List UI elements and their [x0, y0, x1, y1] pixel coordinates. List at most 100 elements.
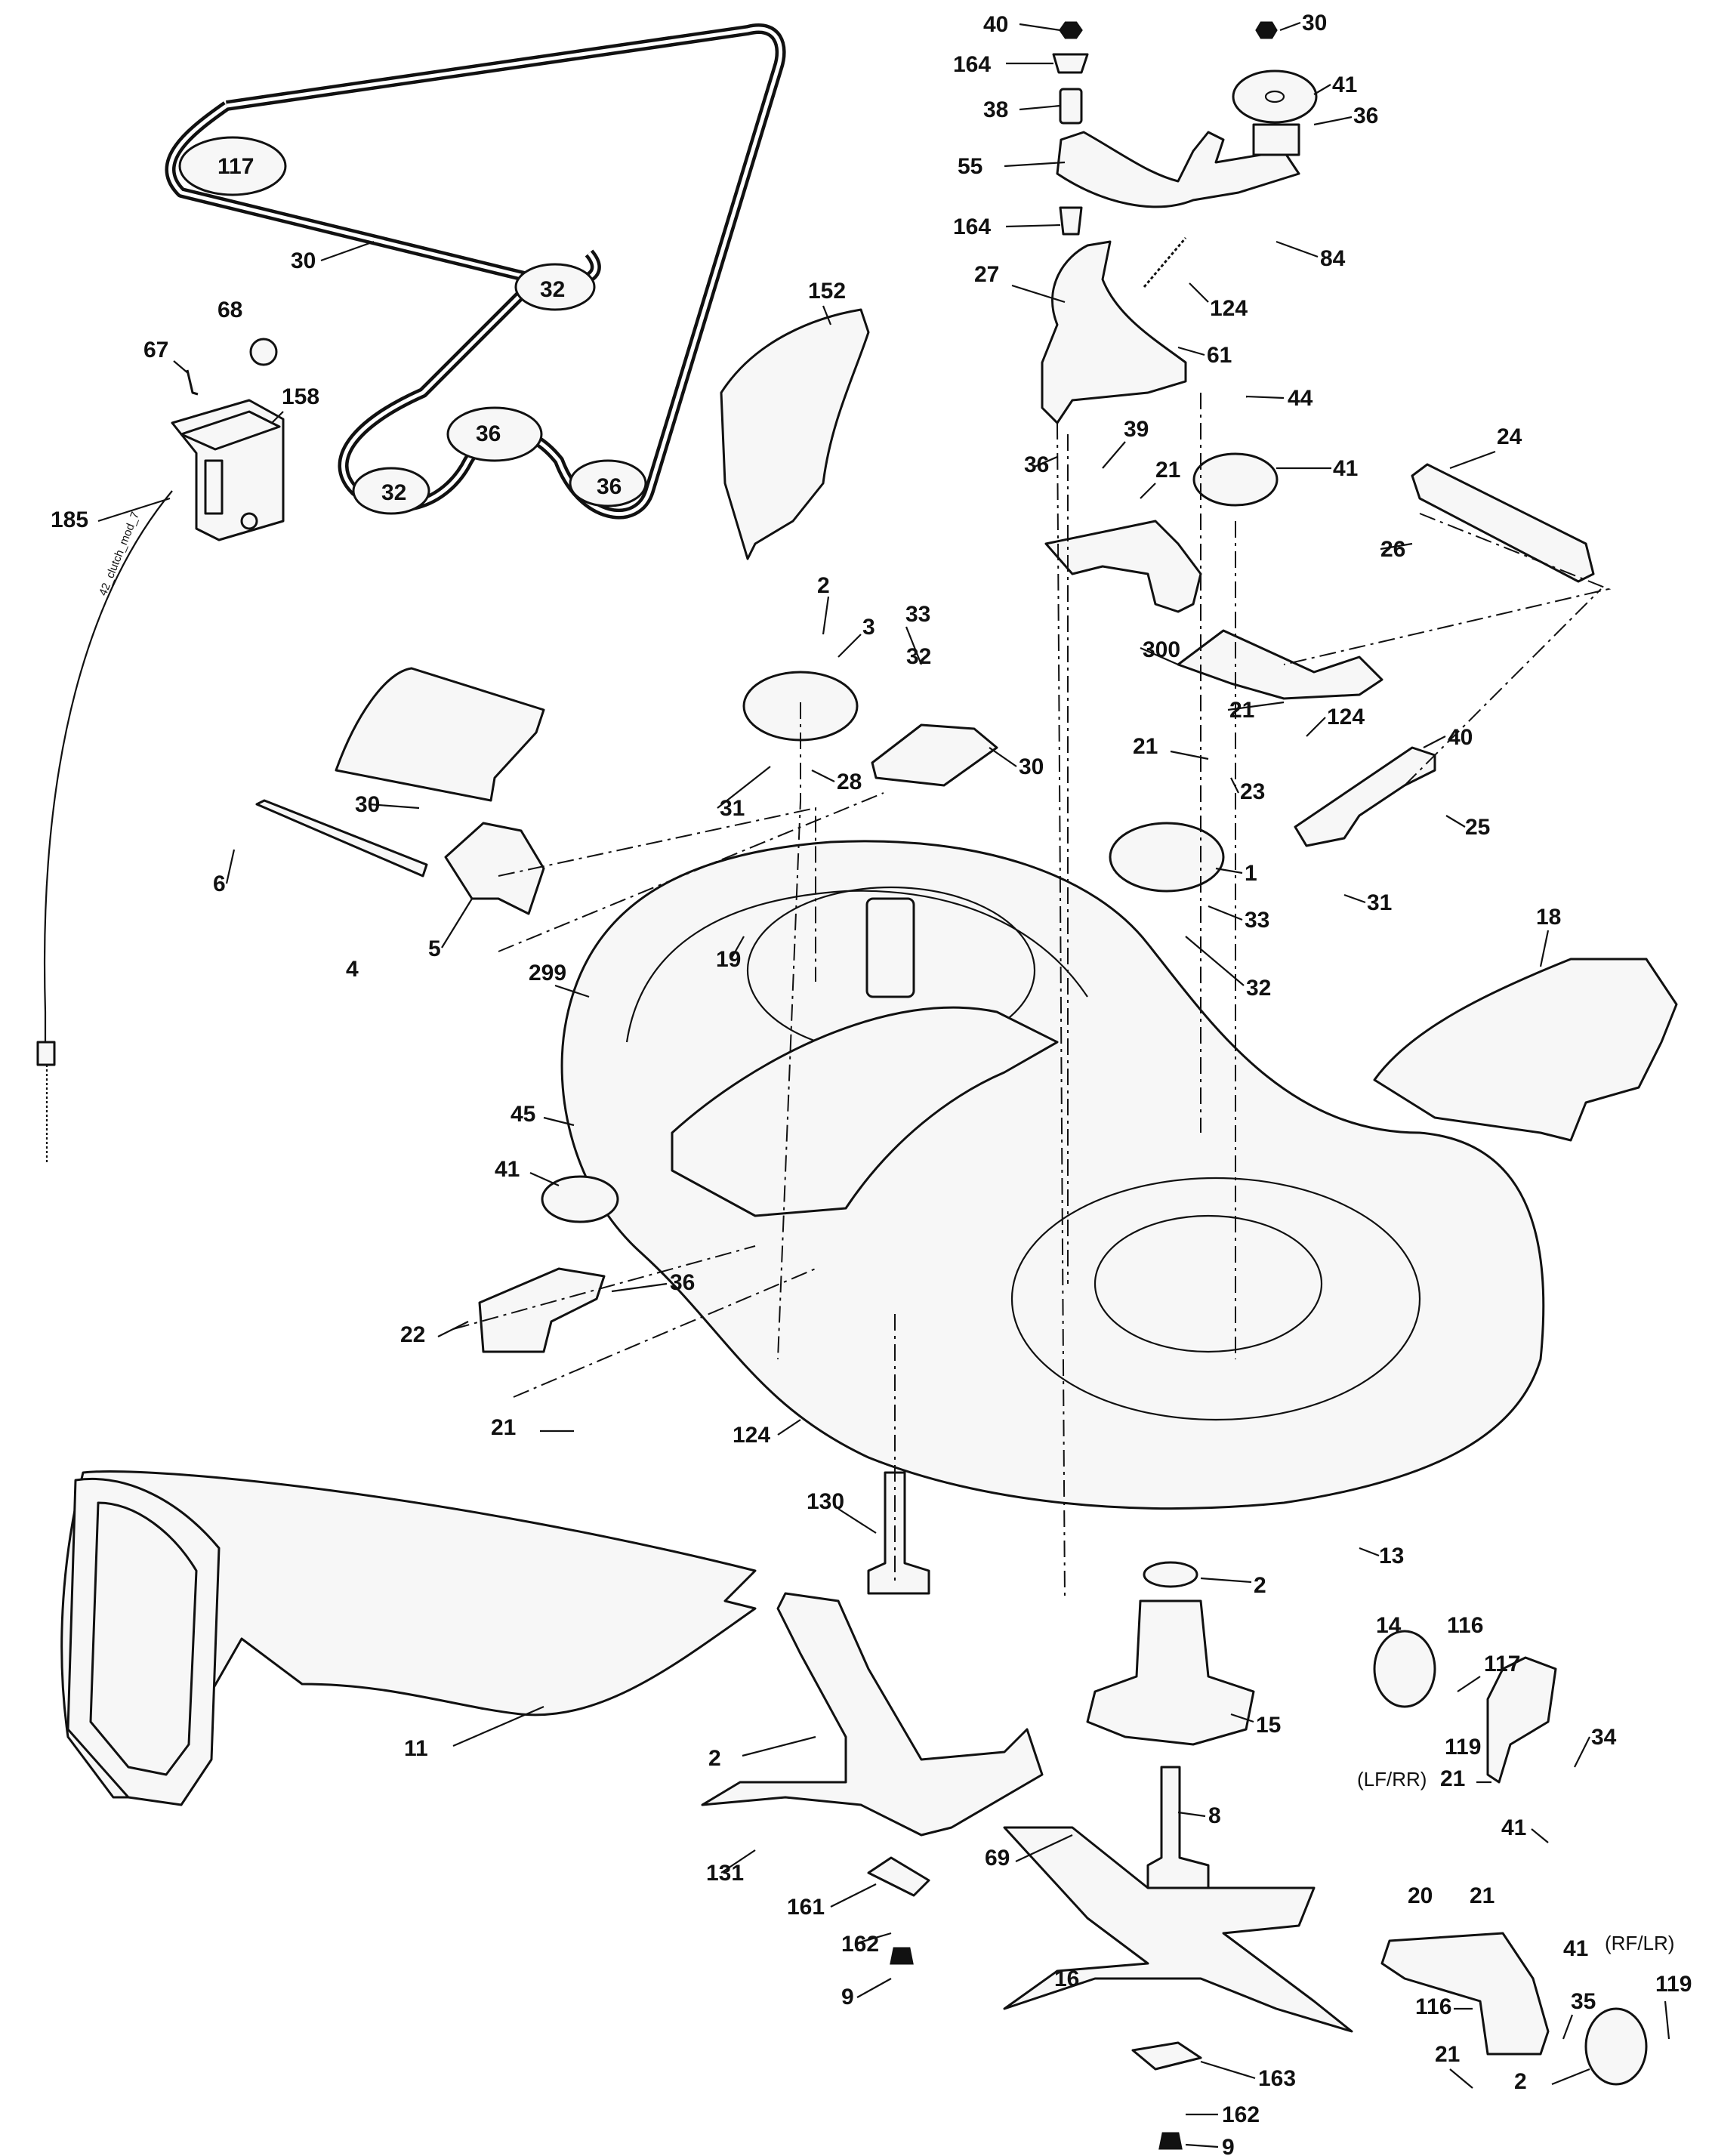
callout-leader — [1449, 450, 1496, 470]
callout-30: 30 — [1019, 754, 1044, 779]
callout-34: 34 — [1591, 1725, 1617, 1750]
callout-leader — [529, 1171, 560, 1187]
callout-leader — [320, 240, 375, 262]
bearing-15 — [1143, 1561, 1198, 1588]
callout-leader — [1102, 441, 1126, 469]
callout-40: 40 — [1448, 725, 1473, 750]
callout-leader — [1279, 21, 1301, 32]
callout-164: 164 — [953, 214, 991, 239]
bolt-8 — [890, 1947, 914, 1965]
callout-69: 69 — [985, 1846, 1010, 1871]
callout-leader — [1215, 867, 1243, 874]
spring-61 — [1143, 237, 1187, 288]
callout-21: 21 — [1440, 1766, 1465, 1791]
blade-11-161 — [701, 1592, 1044, 1837]
callout-leader — [822, 305, 832, 325]
callout-leader — [1019, 23, 1061, 32]
callout-32: 32 — [381, 480, 406, 505]
callout-124: 124 — [733, 1423, 770, 1448]
callout-21: 21 — [1229, 698, 1254, 723]
callout-2: 2 — [1254, 1573, 1266, 1598]
callout-leader — [1562, 2014, 1574, 2040]
callout-45: 45 — [511, 1102, 535, 1127]
callout-4: 4 — [346, 957, 359, 982]
callout-26: 26 — [1380, 537, 1405, 562]
callout-162: 162 — [1222, 2102, 1260, 2127]
callout-leader — [742, 1735, 816, 1757]
callout-leader — [1015, 1834, 1073, 1862]
callout-leader — [441, 898, 473, 948]
arm-84 — [1252, 123, 1300, 156]
callout-14: 14 — [1376, 1613, 1402, 1638]
callout-158: 158 — [282, 384, 319, 409]
callout-leader — [837, 1508, 877, 1534]
callout-36: 36 — [670, 1270, 695, 1295]
callout-leader — [1019, 104, 1061, 111]
pulley-33-32-right — [1109, 822, 1225, 893]
callout-161: 161 — [787, 1895, 825, 1920]
callout-119: 119 — [1445, 1735, 1481, 1760]
callout-leader — [1449, 2068, 1473, 2089]
callout-36: 36 — [597, 474, 622, 499]
callout-leader — [1343, 893, 1366, 904]
callout-leader — [97, 497, 171, 523]
callout-leader — [1230, 777, 1239, 794]
callout-18: 18 — [1536, 905, 1561, 930]
callout-300: 300 — [1143, 637, 1180, 662]
callout-32: 32 — [1246, 976, 1271, 1001]
callout-32: 32 — [906, 644, 931, 669]
callout-67: 67 — [143, 338, 168, 362]
callout-5: 5 — [428, 936, 441, 961]
callout-84: 84 — [1320, 246, 1346, 271]
callout-leader — [1005, 224, 1061, 228]
top-hardware — [1052, 21, 1278, 236]
idler-pulley-36-left — [541, 1175, 619, 1223]
callout-30: 30 — [355, 792, 380, 817]
callout-38: 38 — [983, 97, 1008, 122]
callout-leader — [730, 936, 745, 960]
callout-leader — [1551, 2068, 1590, 2086]
bracket-22 — [478, 1267, 606, 1353]
callout-leader — [452, 1705, 544, 1747]
callout-21: 21 — [1435, 2042, 1460, 2067]
callout-124: 124 — [1327, 705, 1365, 729]
plate-162-right — [1131, 2041, 1202, 2071]
callout-68: 68 — [217, 298, 242, 322]
callout-leader — [837, 634, 862, 658]
wheel-117-bottom — [1584, 2007, 1648, 2086]
belt-pulley-36-bottom — [569, 459, 647, 507]
callout-leader — [856, 1978, 892, 1998]
callout-leader — [811, 770, 835, 782]
part-callouts: 4016438551642730413684124613068671581851… — [51, 11, 1692, 2156]
callout-leader — [720, 1849, 756, 1874]
callout-leader — [1177, 346, 1205, 356]
callout-leader — [856, 1932, 892, 1945]
callout-leader — [1664, 2000, 1670, 2040]
callout-leader — [1034, 455, 1058, 468]
callout-36: 36 — [1353, 103, 1378, 128]
callout-leader — [368, 803, 420, 810]
callout-24: 24 — [1497, 424, 1522, 449]
callout-23: 23 — [1240, 779, 1265, 804]
bracket-28 — [871, 723, 998, 787]
callout-8: 8 — [1208, 1803, 1221, 1828]
deck-belt — [165, 23, 786, 520]
callout-28: 28 — [837, 770, 862, 794]
callout-15: 15 — [1256, 1713, 1281, 1738]
callout-2: 2 — [1514, 2069, 1527, 2094]
callout-leader — [1189, 282, 1209, 303]
callout-leader — [822, 596, 830, 635]
cover-45 — [1373, 958, 1678, 1142]
callout-185: 185 — [51, 507, 88, 532]
spindle-69 — [1146, 1766, 1210, 1889]
callout-33: 33 — [1245, 908, 1269, 933]
callout-116: 116 — [1447, 1613, 1483, 1638]
callout-41: 41 — [1332, 72, 1357, 97]
callout-9: 9 — [1222, 2135, 1235, 2156]
bracket-34 — [1486, 1656, 1557, 1784]
callout-117: 117 — [1484, 1652, 1520, 1676]
callout-40: 40 — [983, 12, 1008, 37]
callout-leader — [1185, 2143, 1219, 2148]
callout-leader — [1574, 1736, 1590, 1768]
